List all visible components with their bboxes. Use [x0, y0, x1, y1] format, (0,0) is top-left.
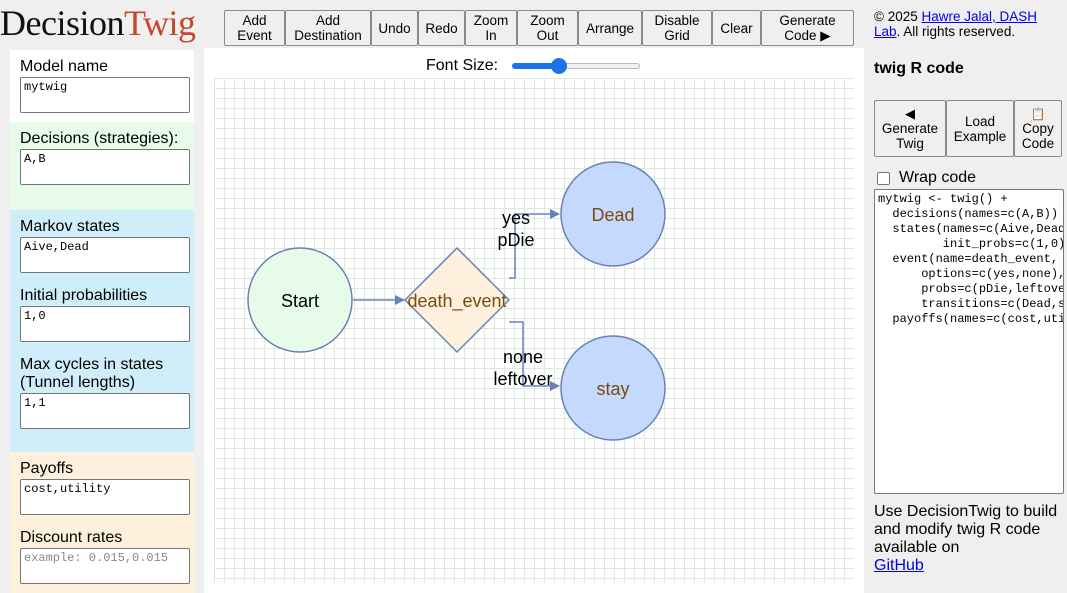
load-example-button[interactable]: Load Example	[946, 100, 1014, 157]
redo-button[interactable]: Redo	[418, 10, 465, 46]
copyright-prefix: © 2025	[874, 9, 922, 24]
decisions-section: Decisions (strategies):	[10, 122, 194, 210]
clear-button[interactable]: Clear	[712, 10, 761, 46]
slider-knob[interactable]	[551, 58, 568, 74]
dead-node-label: Dead	[591, 205, 634, 225]
edge-none-prob: leftover	[493, 369, 552, 389]
wrap-code-label: Wrap code	[899, 169, 977, 186]
model-name-input[interactable]	[20, 77, 190, 113]
initial-probabilities-input[interactable]	[20, 306, 190, 342]
generate-code-button[interactable]: Generate Code ▶	[761, 10, 854, 46]
app-logo: DecisionTwig	[0, 2, 208, 44]
decision-diagram: Start death_event Dead stay yes pDie non…	[247, 161, 666, 441]
start-node-label: Start	[281, 291, 319, 311]
start-node[interactable]	[247, 247, 353, 353]
wrap-code-checkbox[interactable]	[877, 171, 890, 185]
copyright-suffix: . All rights reserved.	[896, 24, 1016, 39]
discount-rates-input[interactable]	[20, 548, 190, 584]
model-name-section: Model name	[10, 50, 194, 122]
markov-states-input[interactable]	[20, 237, 190, 273]
model-name-label: Model name	[20, 58, 109, 75]
copyright-notice: © 2025 Hawre Jalal, DASH Lab. All rights…	[874, 9, 1064, 39]
author-link[interactable]: Hawre Jalal, DASH Lab	[874, 9, 1038, 39]
logo-text-twig: Twig	[123, 3, 196, 43]
code-actions: ◀ Generate Twig Load Example 📋 Copy Code	[874, 100, 1062, 157]
disable-grid-button[interactable]: Disable Grid	[642, 10, 712, 46]
model-settings-panel: Model name Decisions (strategies): Marko…	[10, 50, 194, 593]
event-node-label: death_event	[407, 291, 506, 312]
edge-yes-label: yes	[502, 208, 530, 228]
destination-node-dead[interactable]	[560, 161, 666, 267]
markov-states-label: Markov states	[20, 218, 120, 235]
copy-code-label: Copy Code	[1021, 120, 1055, 151]
font-size-slider[interactable]	[512, 58, 640, 74]
undo-button[interactable]: Undo	[371, 10, 418, 46]
wrap-code-toggle[interactable]: Wrap code	[877, 169, 976, 187]
load-example-label: Load Example	[953, 113, 1007, 144]
generate-twig-label: Generate Twig	[881, 120, 939, 151]
edge-none-to-stay[interactable]	[509, 321, 560, 391]
code-panel-title: twig R code	[874, 60, 964, 77]
decisions-label: Decisions (strategies):	[20, 130, 179, 147]
slider-fill	[512, 63, 560, 69]
edge-none-label: none	[503, 347, 543, 367]
info-text: Use DecisionTwig to build and modify twi…	[874, 503, 1058, 556]
markov-section: Markov states Initial probabilities Max …	[10, 210, 194, 452]
event-node-death-event[interactable]	[403, 246, 511, 354]
info-text-block: Use DecisionTwig to build and modify twi…	[874, 503, 1064, 575]
initial-probabilities-label: Initial probabilities	[20, 287, 148, 304]
add-event-button[interactable]: Add Event	[224, 10, 285, 46]
stay-node-label: stay	[596, 379, 629, 399]
zoom-in-button[interactable]: Zoom In	[465, 10, 517, 46]
copy-code-button[interactable]: 📋 Copy Code	[1014, 100, 1062, 157]
max-cycles-input[interactable]	[20, 393, 190, 429]
destination-node-stay[interactable]	[560, 335, 666, 441]
arrow-left-icon: ◀	[905, 105, 915, 121]
add-destination-button[interactable]: Add Destination	[285, 10, 371, 46]
payoffs-label: Payoffs	[20, 460, 74, 477]
arrange-button[interactable]: Arrange	[578, 10, 642, 46]
logo-text-decision: Decision	[0, 3, 124, 43]
font-size-label: Font Size:	[426, 57, 499, 74]
clipboard-icon: 📋	[1030, 106, 1046, 121]
edge-yes-to-dead[interactable]	[509, 209, 560, 279]
payoffs-input[interactable]	[20, 479, 190, 515]
zoom-out-button[interactable]: Zoom Out	[517, 10, 578, 46]
payoffs-section: Payoffs Discount rates	[10, 452, 194, 593]
discount-rates-label: Discount rates	[20, 529, 123, 546]
edge-yes-prob: pDie	[497, 230, 534, 250]
max-cycles-label: Max cycles in states (Tunnel lengths)	[20, 356, 164, 391]
r-code-textarea[interactable]: mytwig <- twig() + decisions(names=c(A,B…	[874, 189, 1064, 494]
github-link[interactable]: GitHub	[874, 557, 924, 574]
decisions-input[interactable]	[20, 149, 190, 185]
generate-twig-button[interactable]: ◀ Generate Twig	[874, 100, 946, 157]
